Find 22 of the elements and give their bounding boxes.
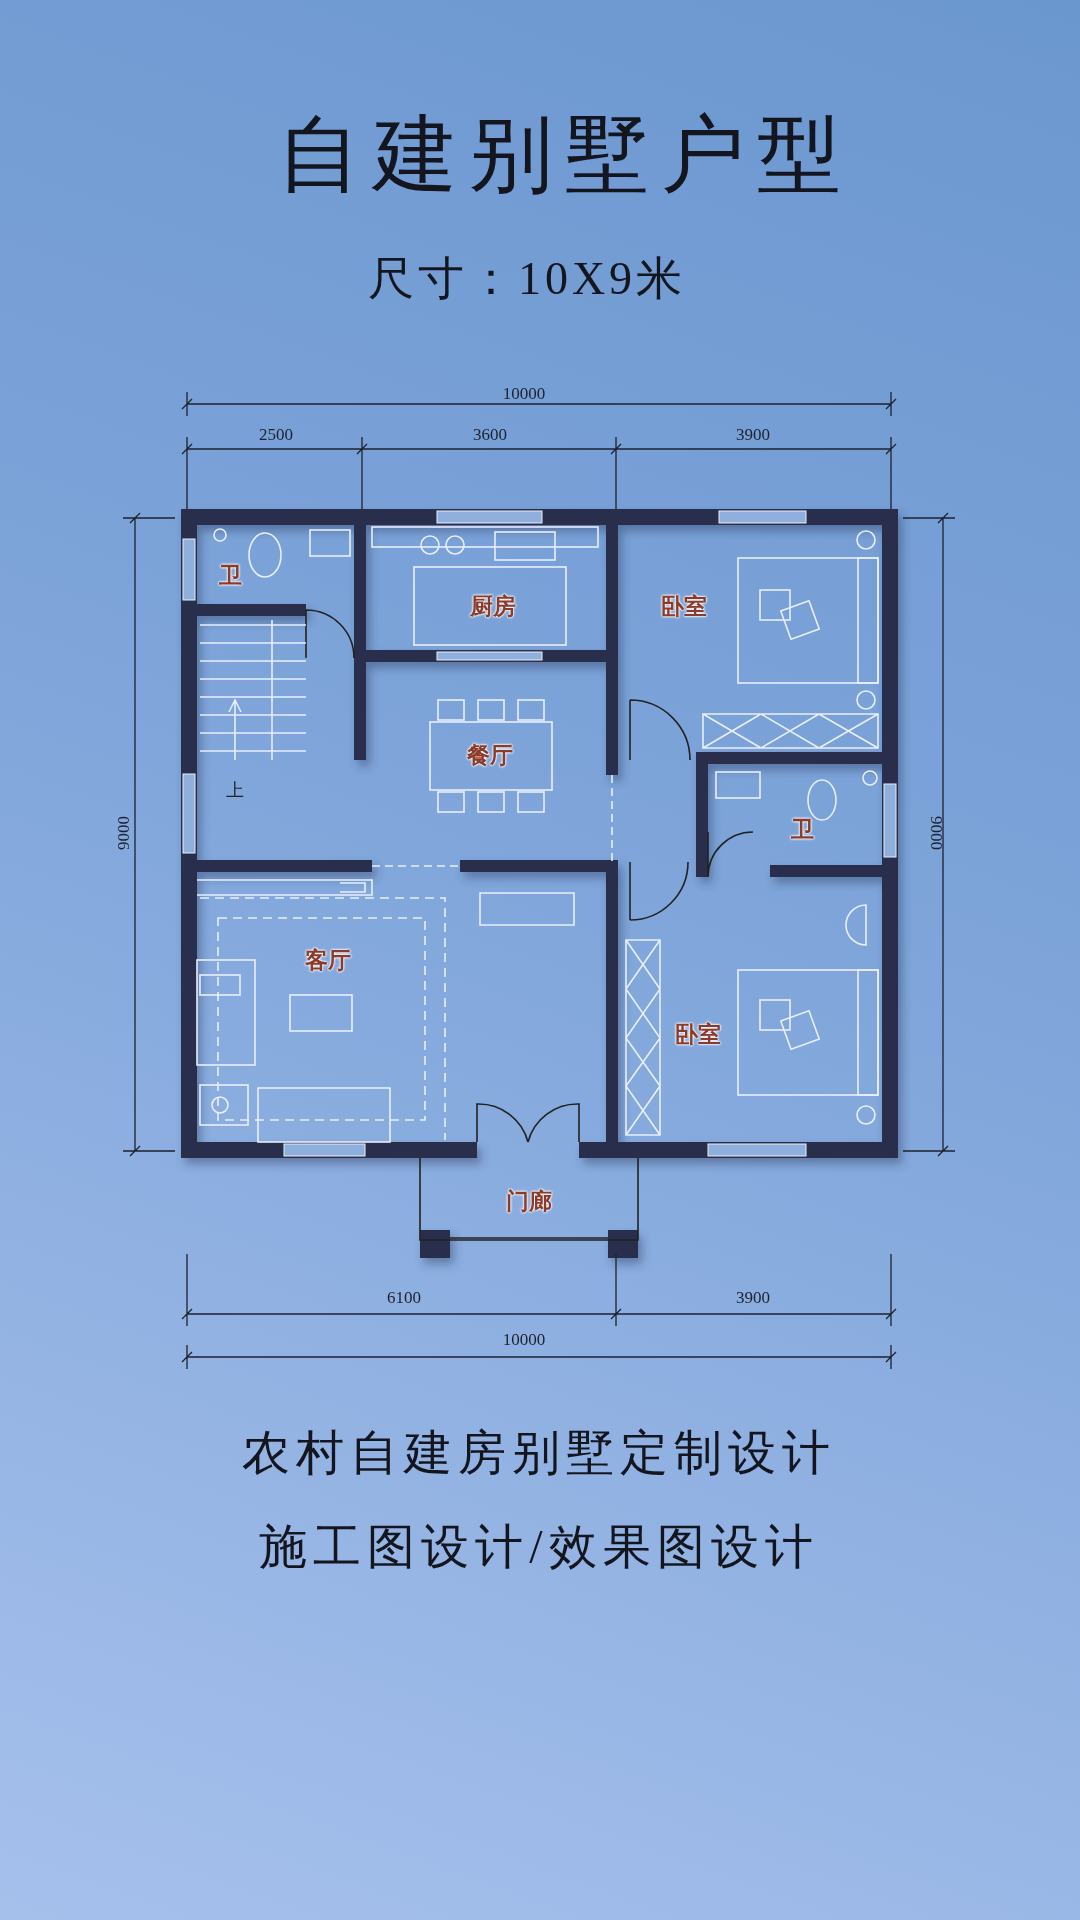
dimension-text: 2500: [259, 425, 293, 445]
dimension-text: 3900: [736, 425, 770, 445]
dimension-text: 3600: [473, 425, 507, 445]
dimension-text: 6100: [387, 1288, 421, 1308]
dimension-text: 3900: [736, 1288, 770, 1308]
room-label: 卫: [218, 563, 242, 589]
dimension-text: 10000: [502, 1330, 546, 1350]
room-label: 卫: [790, 817, 814, 843]
caption-text: 农村自建房别墅定制设计: [242, 1426, 836, 1480]
room-label: 厨房: [470, 594, 516, 620]
dimension-text: 9000: [926, 816, 946, 850]
room-label: 餐厅: [467, 743, 513, 769]
stair-direction-label: 上: [226, 780, 244, 800]
subtitle: 尺寸：10X9米: [367, 253, 687, 305]
room-label: 卧室: [661, 594, 707, 620]
room-label: 门廊: [506, 1189, 552, 1215]
room-label: 卧室: [675, 1022, 721, 1048]
title: 自建别墅户型: [277, 108, 853, 202]
dimension-text: 10000: [502, 384, 546, 404]
dimension-text: 9000: [114, 816, 134, 850]
caption-text: 施工图设计/效果图设计: [259, 1520, 819, 1574]
room-label: 客厅: [305, 948, 351, 974]
